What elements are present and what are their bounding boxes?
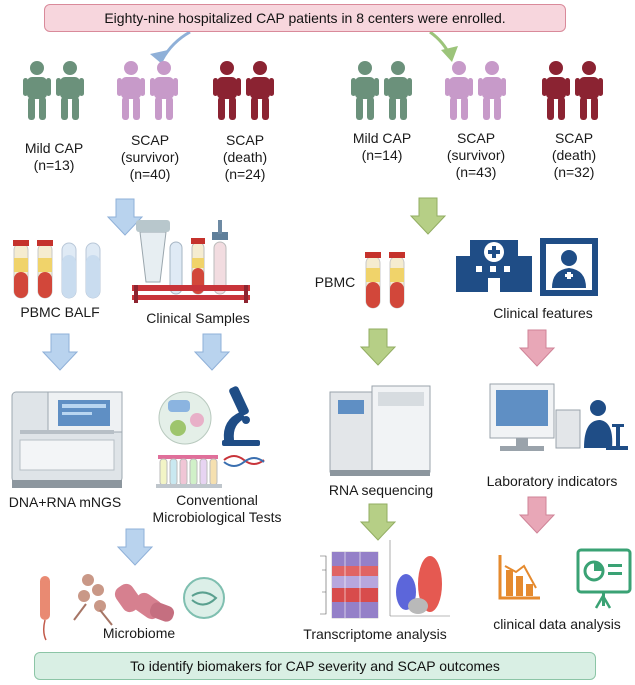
cohort-name: SCAP (225, 132, 265, 148)
cohort-outcome: (death) (222, 149, 268, 165)
split-arrow-left-head (150, 50, 168, 64)
arrow-down-icon (519, 496, 555, 534)
cohort-name: Mild CAP (24, 140, 84, 156)
cohort-count: (n=32) (553, 164, 595, 180)
clinical-features-label: Clinical features (493, 305, 593, 321)
arrow-down-icon (117, 528, 153, 566)
cohort-left-survivor-label: SCAP (survivor) (n=40) (110, 132, 190, 183)
rna-sequencing-label: RNA sequencing (328, 482, 434, 498)
arrow-down-icon (194, 333, 230, 371)
bacteria-icon (40, 574, 225, 641)
cohort-left-mild-label: Mild CAP (n=13) (14, 140, 94, 174)
pbmc-balf-label: PBMC BALF (20, 304, 100, 320)
cohort-name: SCAP (554, 130, 594, 146)
arrow-down-icon (410, 197, 446, 235)
cohort-count: (n=13) (33, 157, 75, 173)
split-arrow-right-head (441, 46, 458, 62)
tube-rack-icon (156, 455, 222, 488)
arrow-down-icon (360, 328, 396, 366)
cohort-left-death-label: SCAP (death) (n=24) (205, 132, 285, 183)
cohort-name: SCAP (456, 130, 496, 146)
arrow-down-icon (42, 333, 78, 371)
pbmc-label: PBMC (314, 274, 356, 290)
people-icon-mild-left (23, 61, 84, 120)
cohort-right-mild-label: Mild CAP (n=14) (342, 130, 422, 164)
volcano-plot-image (389, 540, 450, 617)
clinical-data-analysis-label: clinical data analysis (493, 616, 621, 632)
conventional-line-2: Microbiological Tests (152, 509, 282, 525)
cohort-right-survivor-label: SCAP (survivor) (n=43) (436, 130, 516, 181)
conventional-line-1: Conventional (176, 492, 258, 508)
clinical-samples-label: Clinical Samples (146, 310, 250, 326)
bar-chart-icon (498, 555, 540, 600)
cohort-count: (n=40) (129, 166, 171, 182)
cohort-count: (n=14) (361, 147, 403, 163)
test-tubes-icon (13, 240, 101, 299)
arrow-down-icon (360, 503, 396, 541)
people-icon-survivor-right (445, 61, 506, 120)
cohort-name: Mild CAP (352, 130, 412, 146)
objective-text: To identify biomakers for CAP severity a… (130, 658, 500, 674)
presentation-board-icon (576, 548, 632, 609)
cohort-outcome: (death) (551, 147, 597, 163)
rna-sequencer-icon (329, 385, 431, 476)
people-icon-mild-right (351, 61, 412, 120)
sequencer-icon (11, 391, 123, 488)
people-icon-death-right (542, 61, 603, 120)
microscope-icon (222, 386, 260, 446)
people-icon-survivor-left (117, 61, 178, 120)
sample-rack-icon (132, 220, 250, 303)
objective-footer: To identify biomakers for CAP severity a… (34, 652, 596, 680)
conventional-tests-label: Conventional Microbiological Tests (142, 492, 292, 526)
cohort-right-death-label: SCAP (death) (n=32) (534, 130, 614, 181)
enrollment-text: Eighty-nine hospitalized CAP patients in… (104, 10, 506, 26)
dna-icon (223, 455, 265, 467)
split-arrow-left (160, 30, 191, 61)
arrow-down-icon (519, 329, 555, 367)
transcriptome-analysis-label: Transcriptome analysis (303, 626, 447, 642)
hospital-icon (456, 240, 532, 292)
cohort-outcome: (survivor) (120, 149, 180, 165)
petri-dish-icon (158, 391, 212, 445)
mngs-label: DNA+RNA mNGS (8, 494, 122, 510)
people-icon-death-left (213, 61, 274, 120)
cohort-name: SCAP (130, 132, 170, 148)
pbmc-tubes-icon (365, 252, 405, 309)
cohort-count: (n=24) (224, 166, 266, 182)
microbiome-label: Microbiome (102, 625, 176, 641)
cohort-count: (n=43) (455, 164, 497, 180)
cohort-outcome: (survivor) (446, 147, 506, 163)
laboratory-indicators-label: Laboratory indicators (486, 473, 618, 489)
lab-computer-icon (489, 383, 581, 451)
enrollment-header: Eighty-nine hospitalized CAP patients in… (44, 4, 566, 32)
heatmap-image (320, 551, 379, 619)
doctor-icon (540, 238, 598, 296)
scientist-icon (584, 400, 628, 450)
